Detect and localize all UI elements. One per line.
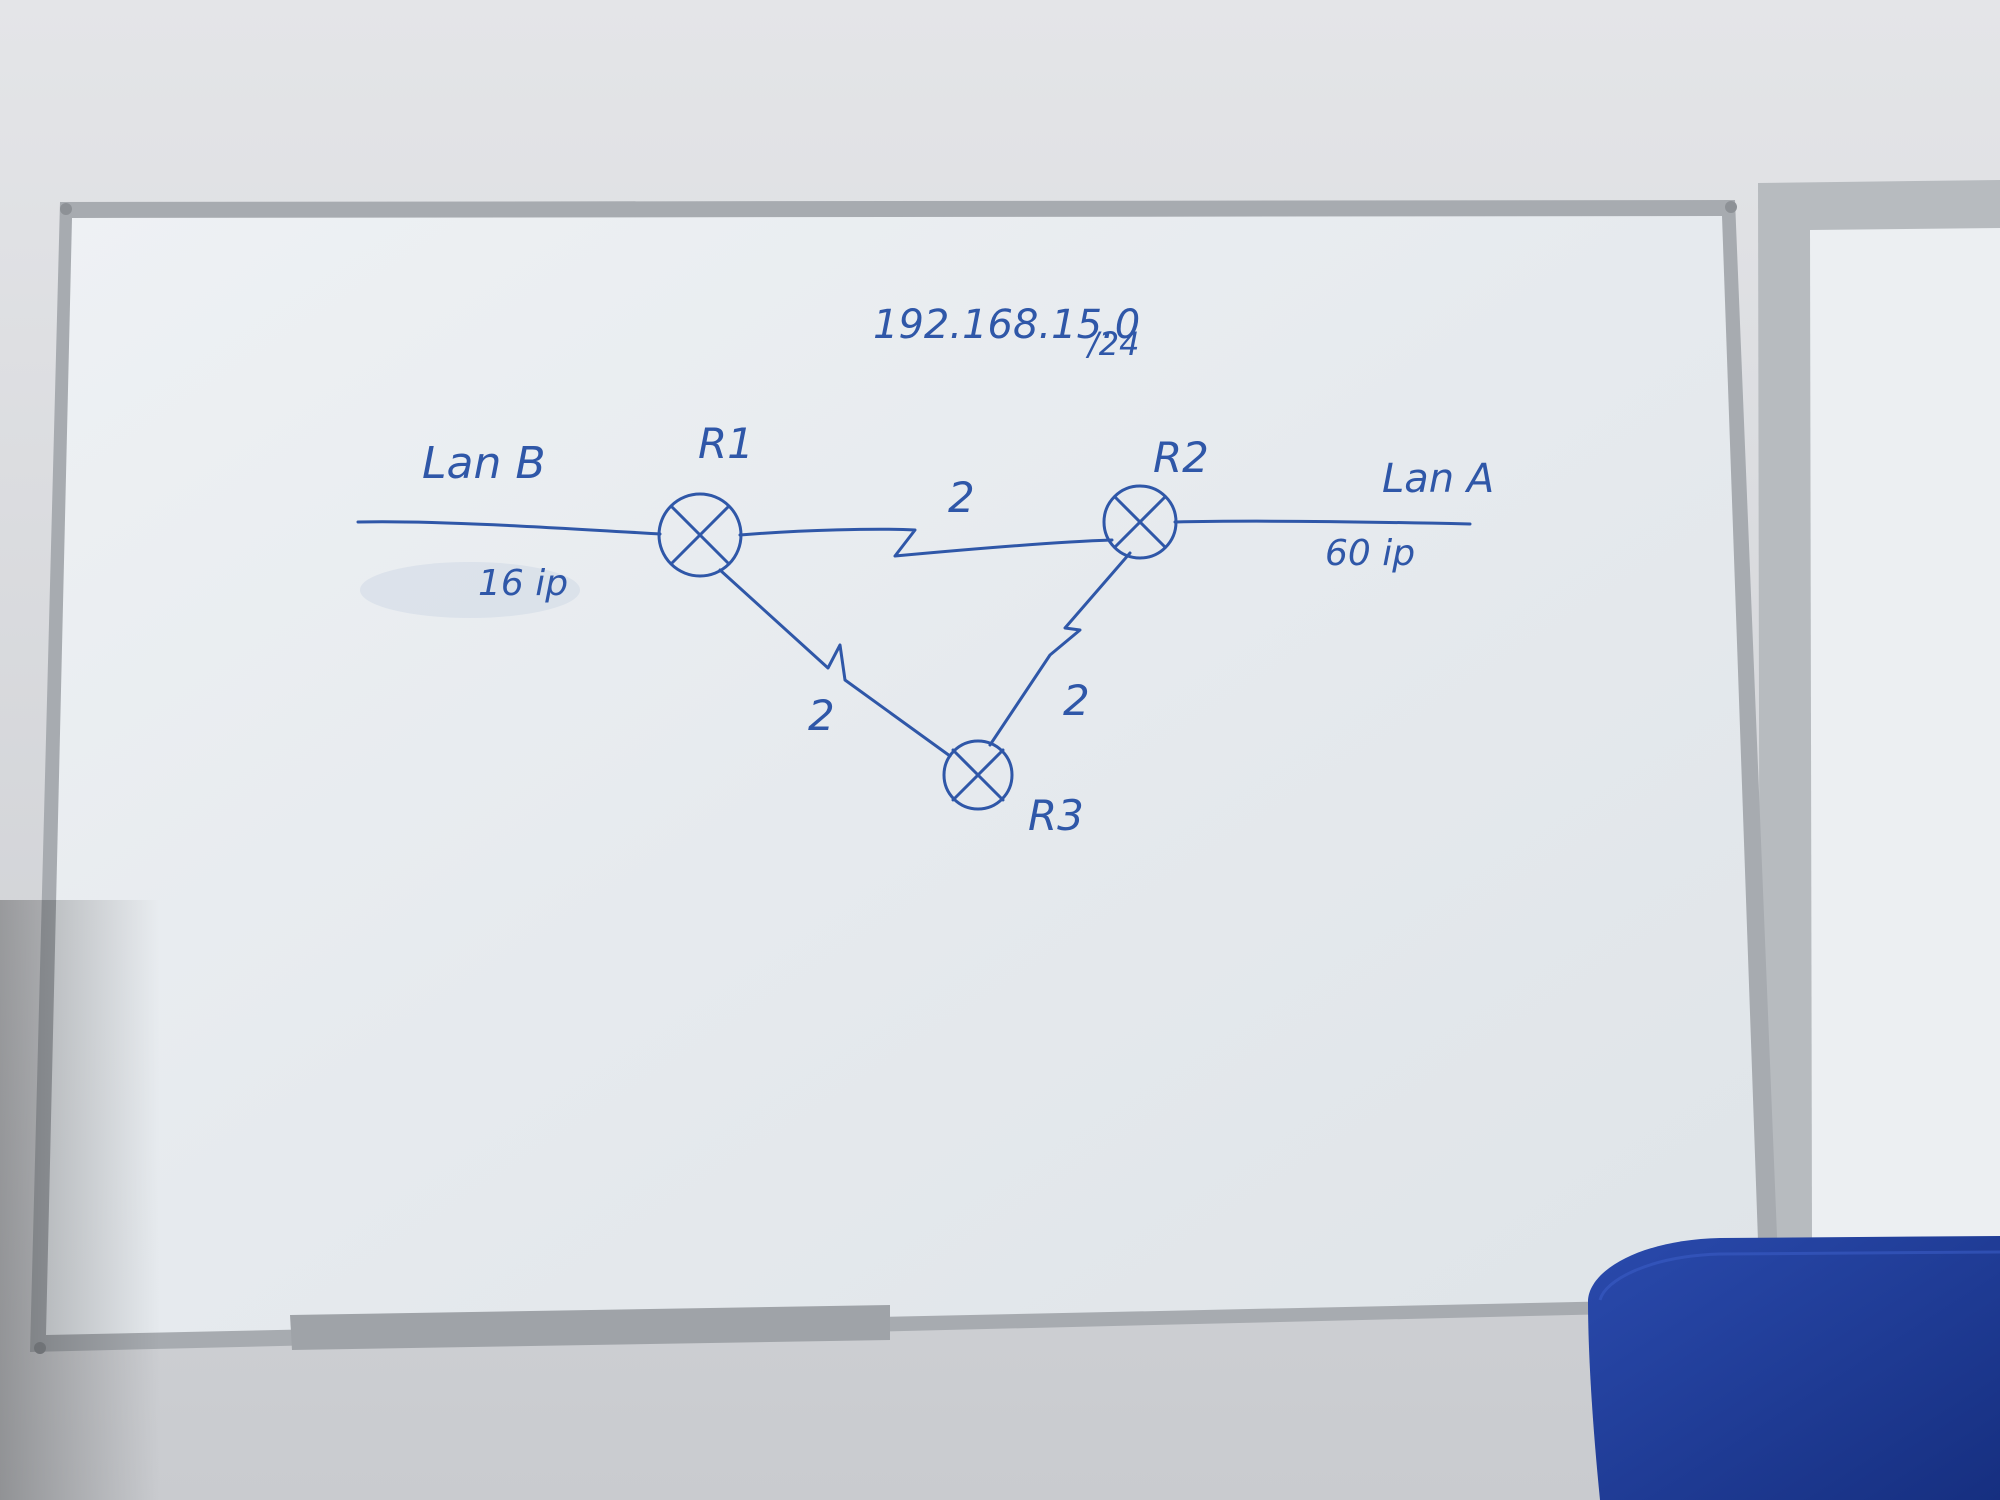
- frame-corner: [1725, 201, 1737, 213]
- lan-a-hosts-label: 60 ip: [1325, 533, 1415, 574]
- chair: [1588, 1236, 2000, 1500]
- router-r2-label: R2: [1153, 433, 1209, 482]
- router-r2-icon: [1102, 484, 1178, 560]
- network-address-label: 192.168.15.0: [873, 302, 1140, 348]
- diagram-labels: 192.168.15.0 /24 Lan B 16 ip Lan A 60 ip…: [422, 302, 1494, 840]
- link-r2-r3: [988, 551, 1132, 747]
- shadow: [0, 900, 160, 1500]
- router-r1-label: R1: [698, 419, 754, 468]
- lan-b-label: Lan B: [422, 438, 546, 489]
- eraser-smudge: [360, 562, 580, 618]
- second-whiteboard: [1758, 180, 2000, 1240]
- cost-r1-r2-label: 2: [948, 473, 975, 522]
- lan-a-label: Lan A: [1382, 456, 1494, 502]
- lan-b-link: [356, 520, 662, 536]
- link-r1-r3: [718, 568, 952, 758]
- cost-r1-r3-label: 2: [808, 691, 835, 740]
- lan-b-hosts-label: 16 ip: [478, 563, 568, 604]
- prefix-label: /24: [1085, 325, 1140, 363]
- whiteboard-surface: [46, 216, 1760, 1335]
- router-r3-icon: [942, 739, 1014, 811]
- router-r3-label: R3: [1028, 791, 1084, 840]
- link-r1-r2: [738, 527, 1114, 558]
- network-diagram: [356, 484, 1472, 811]
- main-whiteboard: [30, 200, 1780, 1354]
- marker-tray: [290, 1305, 890, 1350]
- router-r1-icon: [657, 492, 743, 578]
- cost-r2-r3-label: 2: [1063, 676, 1090, 725]
- lan-a-link: [1173, 519, 1472, 526]
- frame-corner: [60, 203, 72, 215]
